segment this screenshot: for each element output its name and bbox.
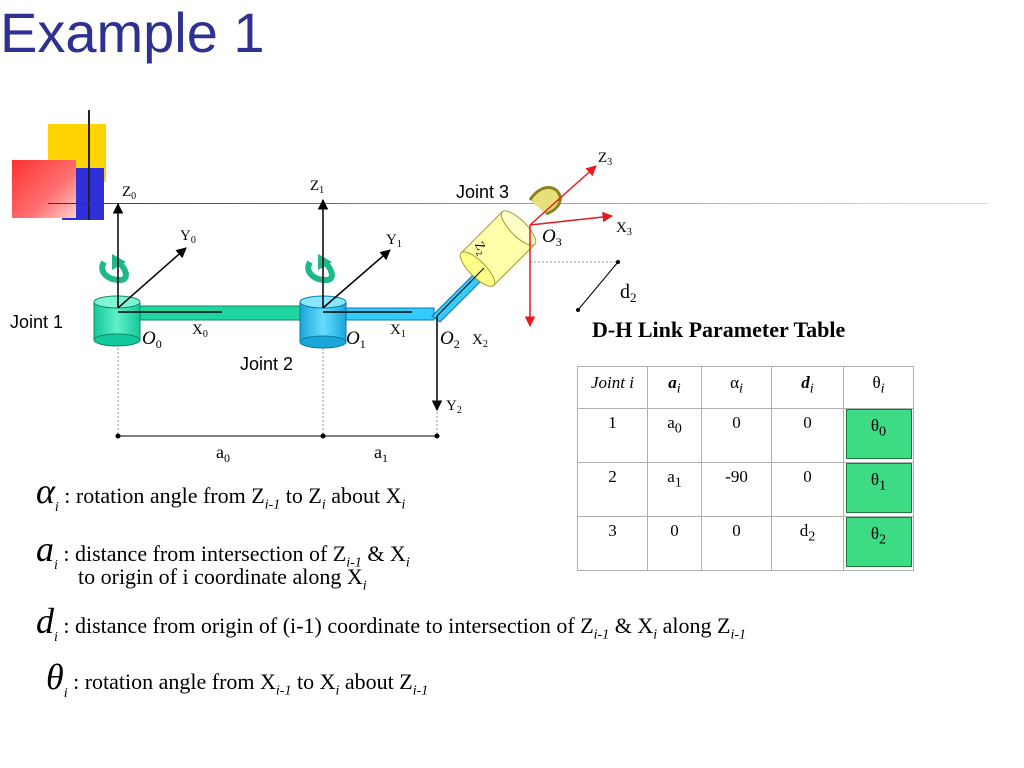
label-y2: Y2 — [446, 398, 462, 416]
decor-red-square — [12, 160, 76, 218]
z3-axis — [529, 165, 597, 226]
header-d: di — [771, 366, 844, 409]
dh-table-title: D-H Link Parameter Table — [592, 317, 846, 342]
z2-axis — [436, 267, 485, 317]
label-z1: Z1 — [310, 178, 324, 196]
decor-horizontal-line — [48, 203, 988, 204]
cell-a: 0 — [647, 516, 702, 571]
cell-alpha: 0 — [701, 516, 772, 571]
cell-alpha: 0 — [701, 408, 772, 463]
label-o2: O2 — [440, 328, 460, 351]
joint3-rotation-arrow — [528, 186, 562, 216]
definition-a: ai : distance from intersection of Zi-1 … — [36, 529, 410, 574]
joint2-label: Joint 2 — [240, 354, 293, 374]
label-x1: X1 — [390, 322, 406, 340]
joint2-rotation-arrowhead — [318, 254, 332, 270]
label-x0: X0 — [192, 322, 208, 340]
symbol-alpha: αi — [36, 471, 59, 516]
joint3-label: Joint 3 — [456, 182, 509, 202]
definition-alpha: αi : rotation angle from Zi-1 to Zi abou… — [36, 471, 406, 516]
y1-axis — [322, 249, 391, 309]
symbol-a: ai — [36, 529, 58, 574]
definition-d: di : distance from origin of (i-1) coord… — [36, 601, 747, 646]
cell-theta: θ2 — [843, 516, 914, 571]
cell-joint: 2 — [577, 462, 648, 517]
cell-theta: θ0 — [843, 408, 914, 463]
joint1-rotation-arrowhead — [112, 254, 126, 270]
x3-axis — [529, 211, 614, 226]
cell-theta: θ1 — [843, 462, 914, 517]
label-a1: a1 — [374, 442, 388, 465]
d2-dimension-line — [577, 261, 619, 311]
label-d2: d2 — [620, 281, 637, 305]
slide-title: Example 1 — [0, 1, 265, 64]
label-y1: Y1 — [386, 232, 402, 250]
table-header-row: Joint i ai αi di θi — [577, 366, 914, 409]
label-o1: O1 — [346, 328, 366, 351]
header-alpha: αi — [701, 366, 772, 409]
link-bar-0 — [129, 305, 317, 321]
cell-d: 0 — [771, 408, 844, 463]
label-y0: Y0 — [180, 228, 196, 246]
symbol-theta: θi — [46, 657, 68, 702]
cell-joint: 1 — [577, 408, 648, 463]
dh-parameter-table: Joint i ai αi di θi 1 a0 0 0 θ0 2 a1 -90… — [577, 366, 914, 571]
table-row: 3 0 0 d2 θ2 — [577, 516, 914, 571]
joint1-cylinder — [93, 295, 141, 347]
label-z0: Z0 — [122, 184, 136, 202]
joint1-label: Joint 1 — [10, 312, 63, 332]
cell-a: a1 — [647, 462, 702, 517]
cell-a: a0 — [647, 408, 702, 463]
cell-alpha: -90 — [701, 462, 772, 517]
label-z3: Z3 — [598, 150, 612, 168]
header-a: ai — [647, 366, 702, 409]
symbol-d: di — [36, 601, 58, 646]
label-a0: a0 — [216, 442, 230, 465]
joint3-cylinder — [459, 210, 537, 287]
label-x3: X3 — [616, 220, 632, 238]
label-o0: O0 — [142, 328, 162, 351]
definition-theta: θi : rotation angle from Xi-1 to Xi abou… — [46, 657, 429, 702]
definition-a-line2: to origin of i coordinate along Xi — [78, 564, 367, 594]
label-x2: X2 — [472, 332, 488, 350]
cell-d: 0 — [771, 462, 844, 517]
table-row: 1 a0 0 0 θ0 — [577, 408, 914, 463]
table-row: 2 a1 -90 0 θ1 — [577, 462, 914, 517]
joint2-rotation-arrow — [305, 259, 335, 284]
header-theta: θi — [843, 366, 914, 409]
cell-joint: 3 — [577, 516, 648, 571]
y0-axis — [117, 247, 187, 309]
joint1-rotation-arrow — [99, 259, 129, 284]
label-o3: O3 — [542, 226, 562, 249]
cell-d: d2 — [771, 516, 844, 571]
header-joint: Joint i — [577, 366, 648, 409]
decor-vertical-line — [88, 110, 90, 220]
